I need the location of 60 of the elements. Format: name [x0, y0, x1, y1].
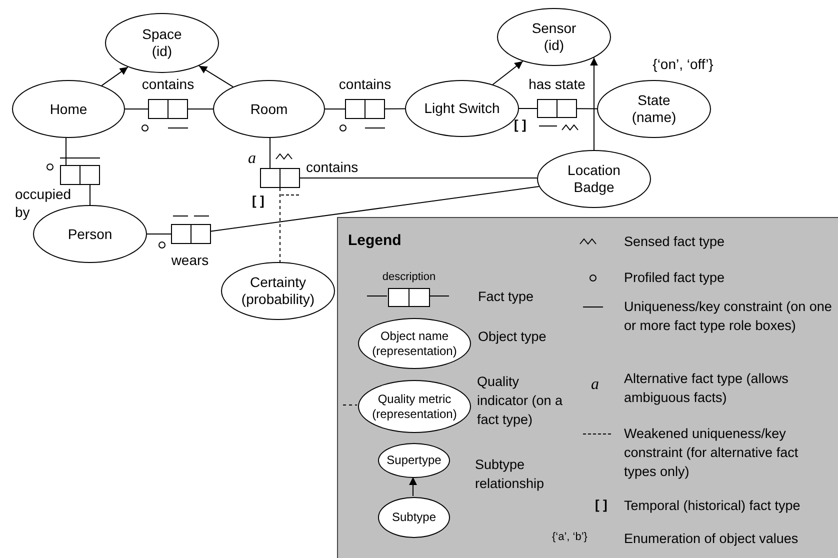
fact-type-reading: contains: [338, 76, 392, 94]
connector-line: [188, 108, 214, 110]
legend-text: Fact type: [478, 288, 535, 306]
object-type-label: Subtype: [392, 510, 436, 525]
legend-text: Quality indicator (on a fact type): [477, 373, 564, 429]
legend-text: Alternative fact type (allows ambiguous facts): [624, 370, 790, 407]
connector-line: [342, 404, 358, 406]
fact-type-reading: description: [381, 271, 437, 285]
enumeration-sample: {‘a’, ‘b’}: [552, 530, 588, 545]
legend-text: Enumeration of object values: [624, 530, 800, 548]
object-type-label: Location Badge: [566, 162, 622, 196]
fact-type-reading: contains: [306, 159, 360, 176]
object-type-label: Person: [68, 226, 112, 242]
object-type-label: Object name (representation): [371, 329, 458, 358]
legend-title: Legend: [348, 231, 402, 251]
object-type-label: Home: [50, 100, 88, 118]
fact-type-box: [388, 288, 430, 307]
fact-type-box: [148, 99, 188, 119]
object-type-label: Light Switch: [424, 100, 500, 117]
arrow: [590, 57, 598, 150]
legend-text: Subtype relationship: [475, 456, 546, 493]
fact-type-reading: wears: [170, 252, 210, 270]
legend-text: Weakened uniqueness/key constraint (for alternative fact types only): [624, 425, 800, 481]
object-type-label: Certainty (probability): [240, 274, 316, 308]
legend-text: Uniqueness/key constraint (on one or more fact type role boxes): [624, 298, 833, 335]
object-type-label: Supertype: [386, 453, 442, 468]
fact-type-box: [260, 168, 300, 188]
legend-text: Object type: [478, 328, 548, 346]
object-type-label: Space (id): [141, 26, 183, 60]
fact-type-reading: occupied by: [15, 186, 72, 221]
fact-type-reading: has state: [528, 76, 586, 94]
object-type-label: Sensor (id): [530, 20, 578, 54]
alternative-mark: a: [248, 149, 256, 169]
arrow: [492, 60, 524, 86]
fact-type-box: [345, 99, 385, 119]
temporal-mark: [ ]: [252, 192, 264, 210]
arrow: [198, 65, 234, 88]
connector-line: [210, 186, 540, 232]
connector-line: [576, 108, 598, 110]
object-type-label: Quality metric (representation): [371, 392, 458, 421]
fact-type-reading: contains: [140, 76, 196, 94]
legend-text: Profiled fact type: [624, 269, 726, 287]
fact-type-box: [171, 224, 211, 244]
fact-type-reading: {‘on’, ‘off’}: [652, 56, 714, 74]
legend-text: Temporal (historical) fact type: [624, 497, 802, 515]
connector-line: [384, 108, 406, 110]
temporal-mark: [ ]: [514, 116, 526, 134]
connector-line: [124, 108, 148, 110]
legend-text: Sensed fact type: [624, 233, 726, 251]
legend-panel: [337, 217, 838, 558]
object-type-label: Room: [250, 100, 288, 118]
alternative-mark: a: [591, 375, 599, 395]
arrow: [409, 476, 417, 496]
connector-line: [518, 108, 538, 109]
arrow: [101, 66, 128, 86]
object-type-label: State (name): [630, 92, 678, 126]
fact-type-box: [60, 165, 100, 185]
connector-line: [324, 108, 346, 110]
fact-type-box: [537, 99, 577, 118]
temporal-mark: [ ]: [595, 496, 608, 514]
